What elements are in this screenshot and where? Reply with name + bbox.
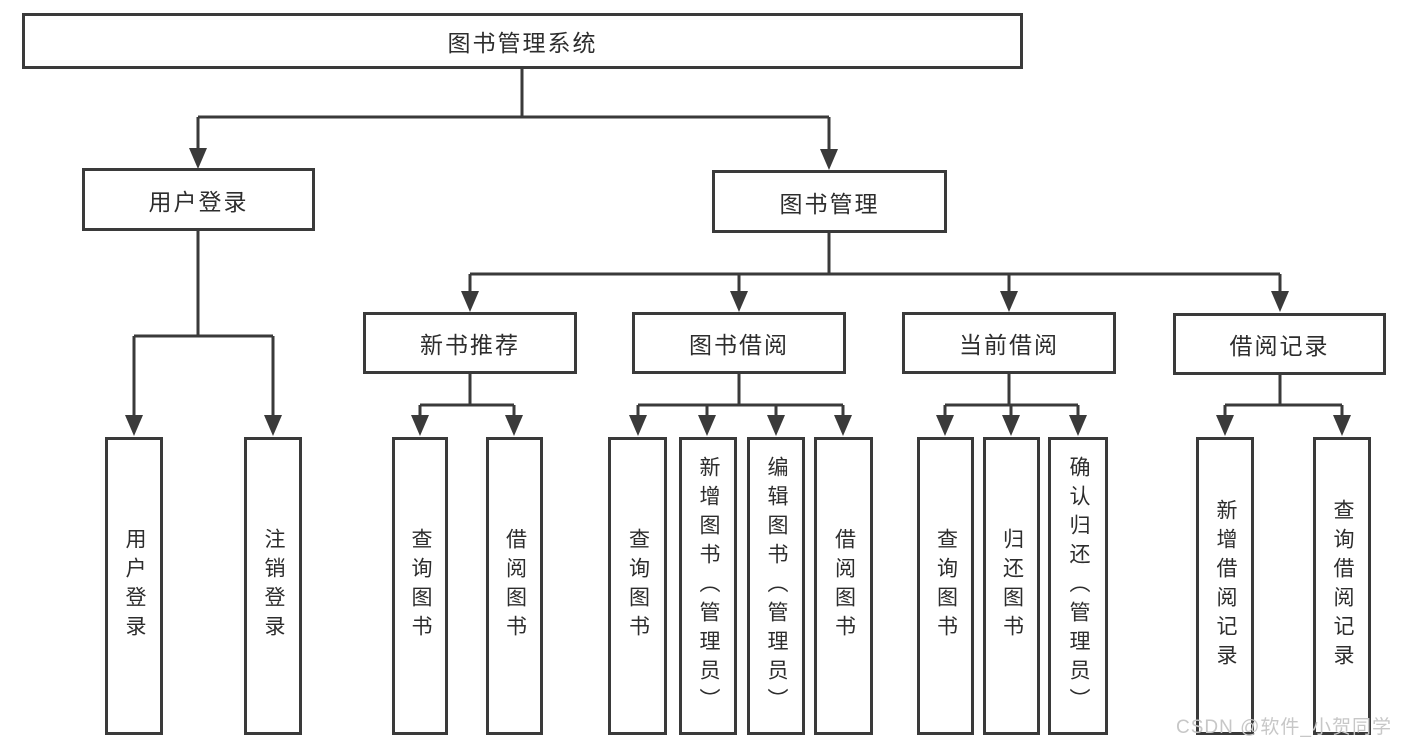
node-leaf-query-books-current: 查询图书 <box>917 437 974 735</box>
node-user-login: 用户登录 <box>82 168 315 231</box>
node-leaf-query-books-recommend: 查询图书 <box>392 437 448 735</box>
node-label: 确认归还（管理员） <box>1067 455 1090 717</box>
connector-root-to-level2 <box>196 68 831 150</box>
node-label: 图书借阅 <box>689 332 789 358</box>
node-label: 新增图书（管理员） <box>697 455 720 717</box>
node-leaf-query-borrow-record: 查询借阅记录 <box>1313 437 1371 735</box>
node-label: 注销登录 <box>262 528 285 644</box>
connector-borrow-records-to-leaves <box>1223 375 1344 416</box>
node-borrowing-records: 借阅记录 <box>1173 313 1386 375</box>
node-label: 用户登录 <box>148 188 249 215</box>
node-leaf-borrow-books: 借阅图书 <box>814 437 873 735</box>
node-leaf-add-borrow-record: 新增借阅记录 <box>1196 437 1254 735</box>
node-leaf-borrow-books-recommend: 借阅图书 <box>486 437 543 735</box>
node-label: 查询图书 <box>626 528 650 644</box>
node-label: 借阅图书 <box>832 528 856 644</box>
node-label: 编辑图书（管理员） <box>765 455 788 717</box>
connector-current-borrowing-to-leaves <box>943 374 1080 416</box>
node-label: 新增借阅记录 <box>1214 499 1237 673</box>
node-leaf-query-books-borrow: 查询图书 <box>608 437 667 735</box>
node-new-book-recommendation: 新书推荐 <box>363 312 577 374</box>
node-label: 新书推荐 <box>420 332 520 358</box>
node-leaf-logout: 注销登录 <box>244 437 302 735</box>
node-label: 图书管理系统 <box>447 30 598 56</box>
node-leaf-return-book: 归还图书 <box>983 437 1040 735</box>
node-book-management: 图书管理 <box>712 170 947 233</box>
node-label: 查询借阅记录 <box>1331 499 1354 673</box>
connector-user-login-to-leaves <box>132 231 275 416</box>
node-current-borrowing: 当前借阅 <box>902 312 1116 374</box>
node-label: 查询图书 <box>934 528 958 644</box>
node-leaf-confirm-return-admin: 确认归还（管理员） <box>1048 437 1108 735</box>
node-library-management-system: 图书管理系统 <box>22 13 1023 69</box>
node-leaf-user-login: 用户登录 <box>105 437 163 735</box>
csdn-watermark: CSDN @软件_小贺同学 <box>1176 717 1392 738</box>
connector-book-borrowing-to-leaves <box>636 374 845 416</box>
connector-book-mgmt-to-level3 <box>468 233 1282 292</box>
node-label: 查询图书 <box>409 528 432 644</box>
node-label: 归还图书 <box>1000 528 1024 644</box>
node-label: 用户登录 <box>123 528 146 644</box>
node-label: 借阅记录 <box>1229 333 1330 359</box>
connector-new-book-to-leaves <box>418 374 516 416</box>
node-leaf-edit-book-admin: 编辑图书（管理员） <box>747 437 805 735</box>
node-book-borrowing: 图书借阅 <box>632 312 846 374</box>
node-leaf-add-book-admin: 新增图书（管理员） <box>679 437 737 735</box>
node-label: 图书管理 <box>779 190 880 217</box>
node-label: 借阅图书 <box>503 528 527 644</box>
node-label: 当前借阅 <box>959 332 1059 358</box>
